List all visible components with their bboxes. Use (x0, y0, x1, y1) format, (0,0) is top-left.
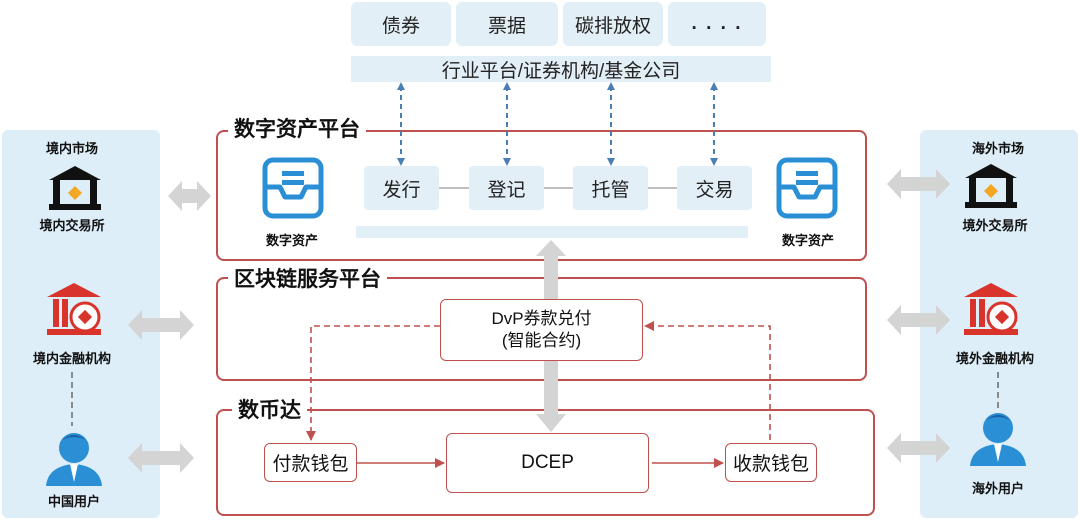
left-double-arrow-3 (128, 443, 194, 473)
blockchain-platform-title: 区块链服务平台 (228, 267, 387, 293)
overseas-user-icon (970, 413, 1026, 466)
china-user-label: 中国用户 (47, 494, 100, 509)
domestic-market-title: 境内市场 (45, 141, 98, 156)
domestic-exchange-icon (49, 166, 101, 210)
dvp-line2: (智能合约) (501, 331, 582, 350)
digital-asset-icon-right (776, 157, 838, 219)
pay-wallet-box: 付款钱包 (264, 443, 357, 482)
dvp-line1: DvP券款兑付 (491, 309, 592, 328)
right-double-arrow-1 (887, 169, 950, 199)
dcep-box: DCEP (446, 433, 649, 493)
dvp-settlement-box: DvP券款兑付 (智能合约) (440, 299, 643, 361)
digital-asset-icon-left (262, 157, 324, 219)
overseas-exchange-icon (965, 164, 1017, 208)
asset-carbon-credits: 碳排放权 (563, 2, 663, 46)
right-double-arrow-2 (887, 305, 950, 335)
domestic-exchange-label: 境内交易所 (39, 218, 105, 233)
process-issue: 发行 (364, 166, 439, 210)
receive-wallet-box: 收款钱包 (725, 443, 817, 482)
asset-bills: 票据 (456, 2, 558, 46)
overseas-bank-icon (964, 283, 1018, 335)
left-double-arrow-2 (128, 310, 194, 340)
overseas-exchange-label: 境外交易所 (962, 218, 1028, 233)
process-custody: 托管 (573, 166, 648, 210)
digital-asset-platform-title: 数字资产平台 (228, 117, 366, 143)
process-register: 登记 (469, 166, 544, 210)
red-dashed-to-pay-wallet (306, 325, 440, 441)
digital-asset-label-right: 数字资产 (781, 233, 834, 248)
domestic-financial-label: 境内金融机构 (32, 351, 111, 366)
process-bar (356, 226, 748, 238)
overseas-financial-label: 境外金融机构 (955, 351, 1034, 366)
digital-asset-label-left: 数字资产 (265, 233, 318, 248)
asset-more: . . . . (668, 2, 766, 46)
asset-bonds: 债券 (351, 2, 451, 46)
dcep-platform-title: 数币达 (232, 398, 307, 424)
domestic-bank-icon (47, 283, 101, 335)
red-dashed-from-receive-wallet (644, 321, 771, 440)
overseas-market-title: 海外市场 (971, 141, 1024, 156)
industry-platform-bar: 行业平台/证券机构/基金公司 (351, 56, 771, 82)
process-trade: 交易 (677, 166, 752, 210)
right-double-arrow-3 (887, 433, 950, 463)
overseas-user-label: 海外用户 (971, 481, 1024, 496)
china-user-icon (46, 433, 102, 486)
left-double-arrow-1 (168, 181, 211, 211)
